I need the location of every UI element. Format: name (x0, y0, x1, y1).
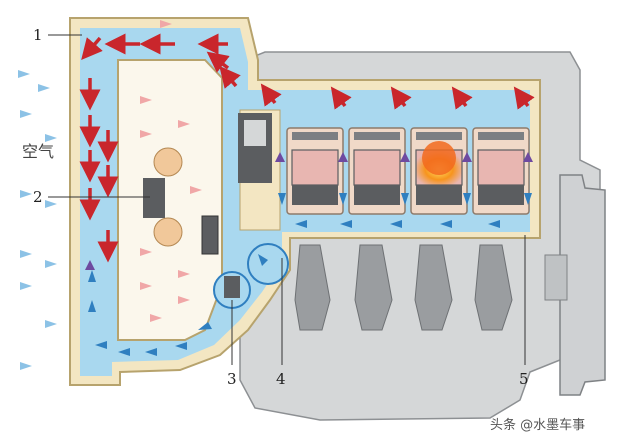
label-1: 1 (33, 26, 43, 44)
fan-icon (143, 147, 183, 247)
violet-flow-arrows (85, 152, 533, 270)
air-label: 空气 (22, 142, 55, 161)
label-2: 2 (33, 188, 43, 206)
cool-flow-arrows (88, 193, 532, 356)
callout-lines (48, 34, 526, 365)
label-4: 4 (276, 370, 286, 388)
label-3: 3 (227, 370, 237, 388)
label-5: 5 (519, 370, 529, 388)
outside-air-arrows (18, 70, 57, 370)
combustion-flame (422, 141, 456, 175)
radiator-air-arrows (140, 20, 202, 322)
watermark: 头条 @水墨车事 (490, 418, 586, 433)
thermostat-icon (238, 113, 272, 183)
sensor-block (201, 215, 219, 255)
pistons (291, 132, 525, 205)
cylinders (282, 124, 530, 216)
hot-flow-arrows (79, 33, 535, 263)
